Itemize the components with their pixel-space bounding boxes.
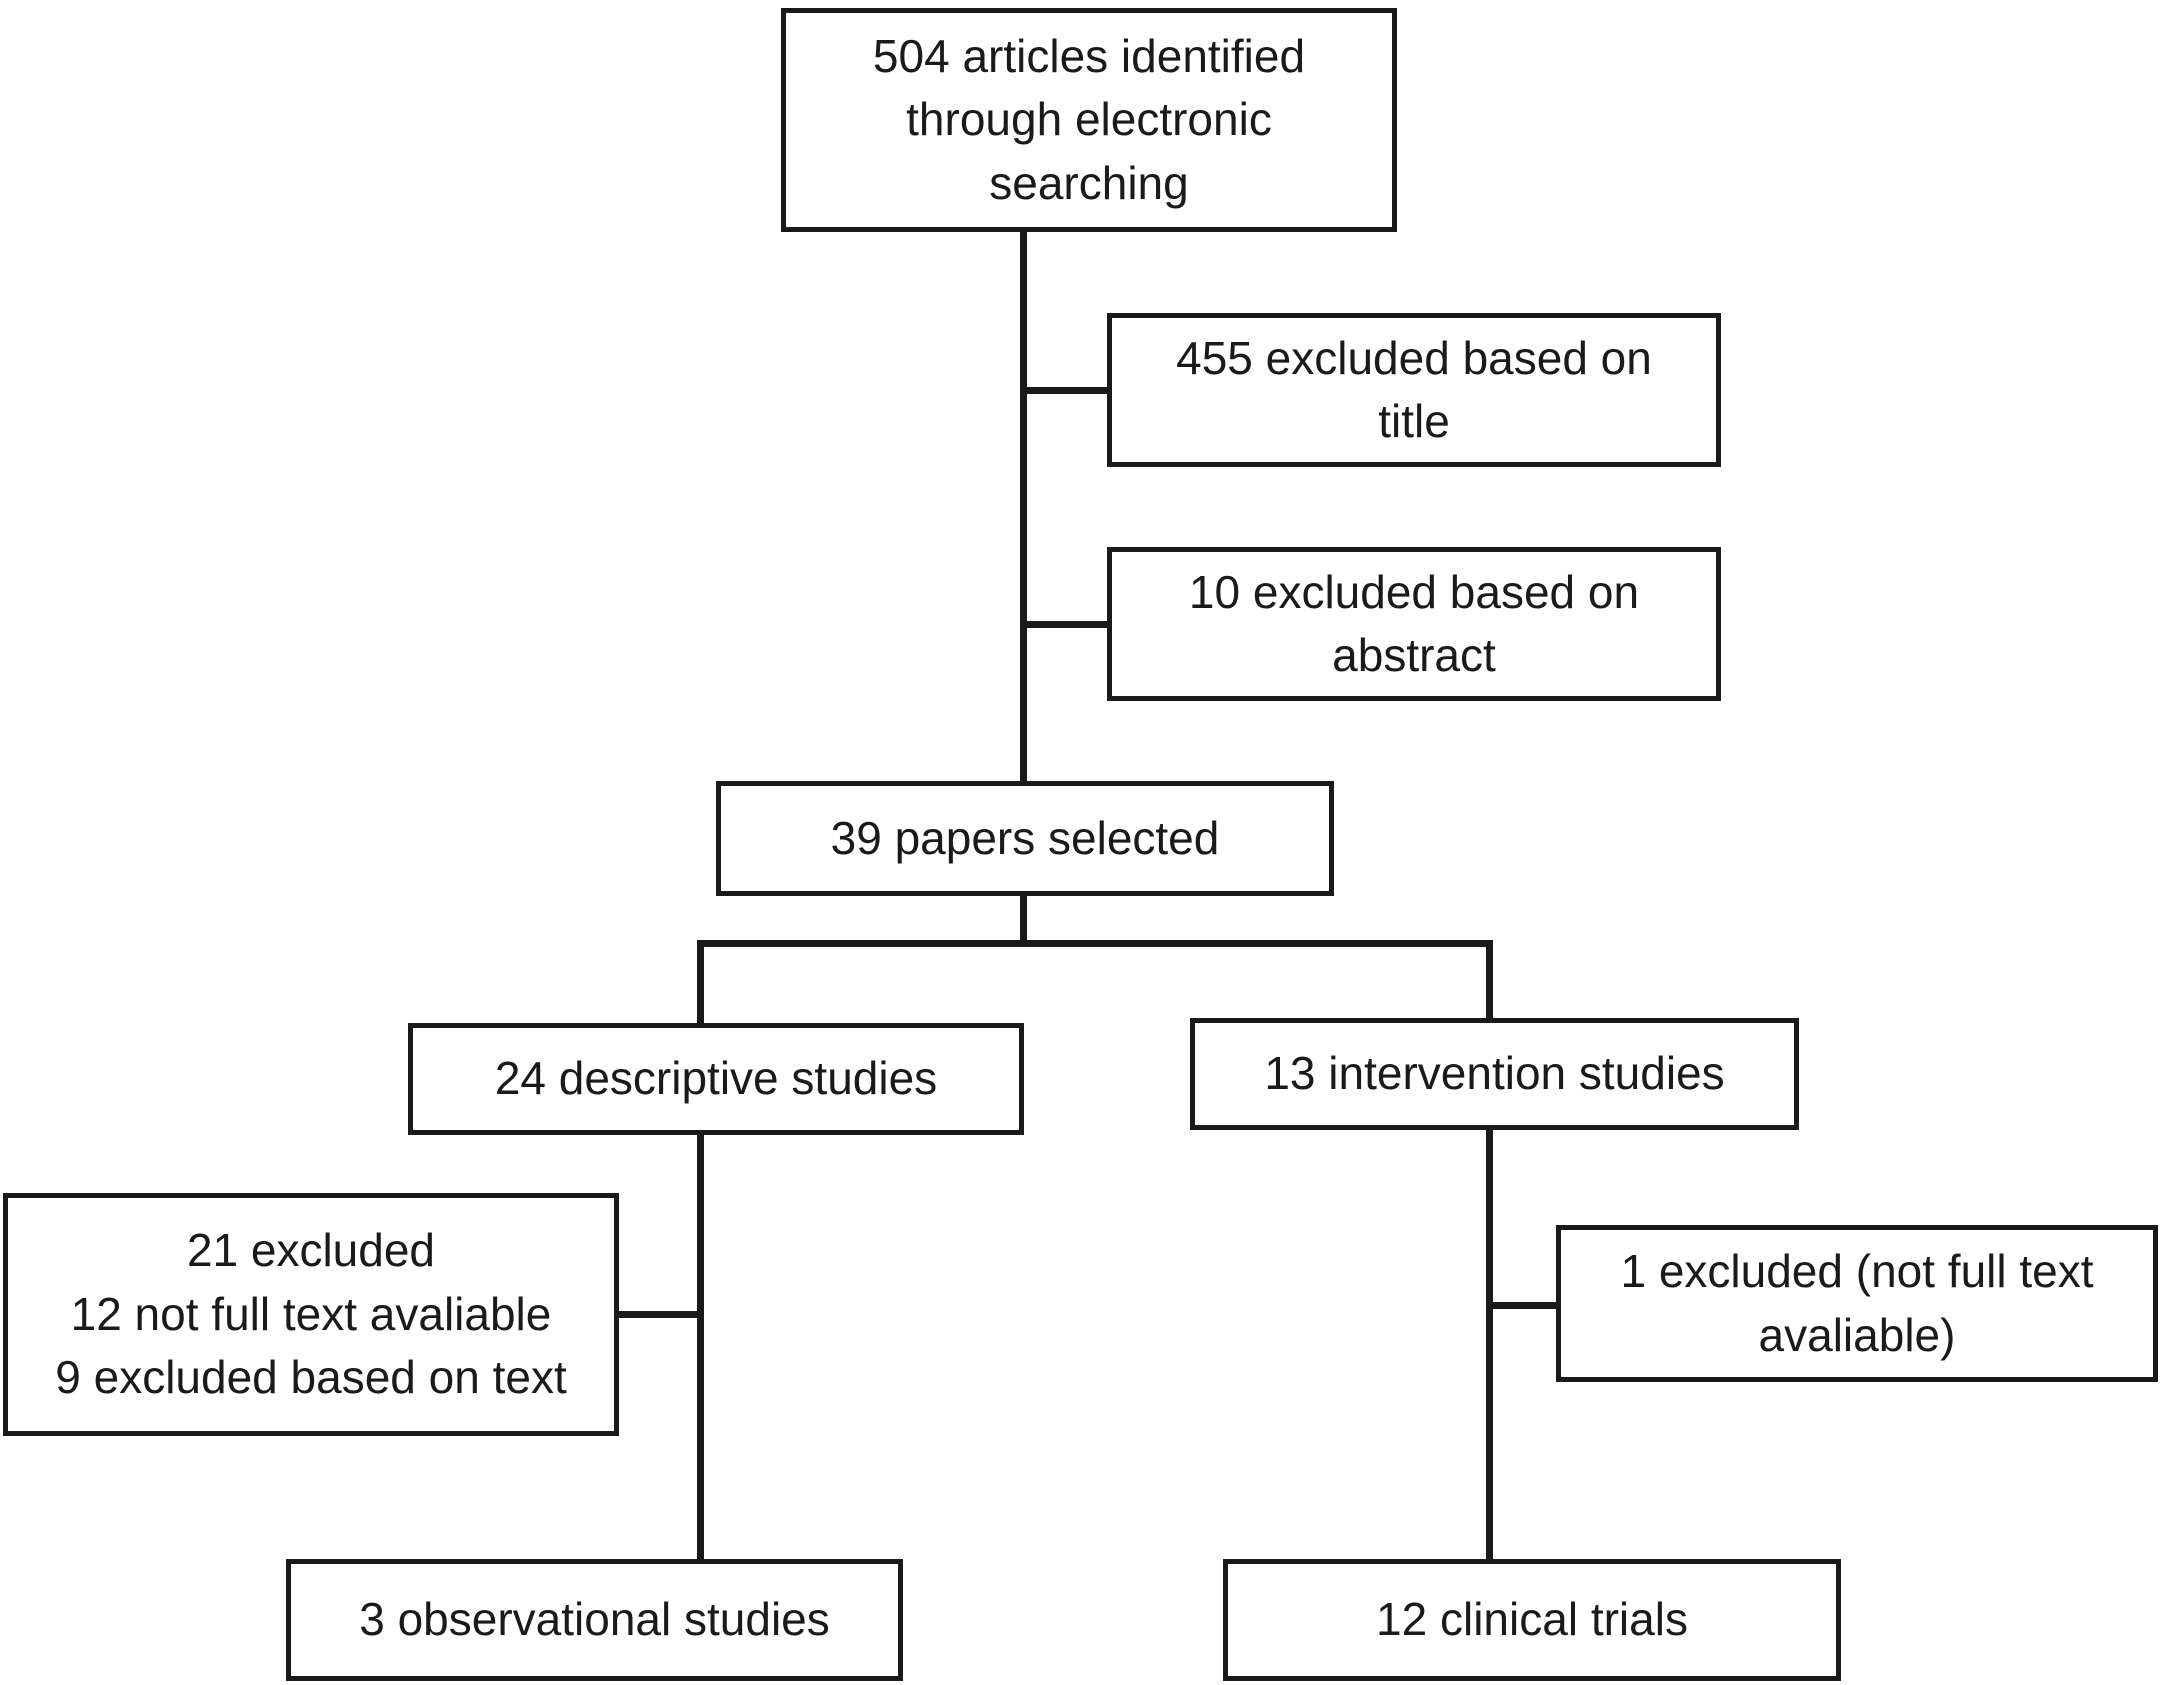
edge-intervention-to-excluded-line <box>1486 1302 1563 1309</box>
node-1-excluded-label: 1 excluded (not full text avaliable) <box>1620 1245 2094 1361</box>
node-10-excluded-abstract-label: 10 excluded based on abstract <box>1188 565 1640 681</box>
node-24-descriptive-studies: 24 descriptive studies <box>408 1023 1024 1135</box>
edge-split-to-intervention-line <box>1486 940 1493 1025</box>
edge-identified-to-selected-line <box>1020 228 1027 784</box>
node-3-observational-studies-label: 3 observational studies <box>359 1593 830 1646</box>
node-455-excluded-title: 455 excluded based on title <box>1107 313 1721 467</box>
node-24-descriptive-studies-label: 24 descriptive studies <box>494 1052 938 1105</box>
node-1-excluded: 1 excluded (not full text avaliable) <box>1556 1225 2158 1382</box>
node-13-intervention-studies-label: 13 intervention studies <box>1264 1047 1725 1100</box>
node-504-articles-identified: 504 articles identified through electron… <box>781 8 1397 232</box>
edge-identified-to-excluded-title-line <box>1020 387 1112 394</box>
node-3-observational-studies: 3 observational studies <box>286 1559 903 1681</box>
node-504-articles-identified-label: 504 articles identified through electron… <box>872 29 1306 209</box>
node-21-excluded-label: 21 excluded 12 not full text avaliable 9… <box>55 1224 567 1404</box>
edge-descriptive-to-excluded-line <box>616 1311 704 1318</box>
node-39-papers-selected: 39 papers selected <box>716 781 1334 896</box>
node-12-clinical-trials-label: 12 clinical trials <box>1376 1593 1688 1646</box>
edge-split-to-descriptive-line <box>697 940 704 1030</box>
edge-identified-to-excluded-abstract-line <box>1020 621 1112 628</box>
node-13-intervention-studies: 13 intervention studies <box>1190 1018 1799 1130</box>
node-39-papers-selected-label: 39 papers selected <box>830 811 1220 864</box>
node-10-excluded-abstract: 10 excluded based on abstract <box>1107 547 1721 701</box>
node-455-excluded-title-label: 455 excluded based on title <box>1176 331 1652 447</box>
edge-descriptive-to-observational-line <box>697 1132 704 1564</box>
edge-intervention-to-clinical-trials-line <box>1486 1127 1493 1564</box>
node-21-excluded: 21 excluded 12 not full text avaliable 9… <box>3 1193 619 1436</box>
edge-split-horizontal-line <box>697 940 1493 947</box>
node-12-clinical-trials: 12 clinical trials <box>1223 1559 1841 1681</box>
edge-selected-to-split-line <box>1020 893 1027 947</box>
